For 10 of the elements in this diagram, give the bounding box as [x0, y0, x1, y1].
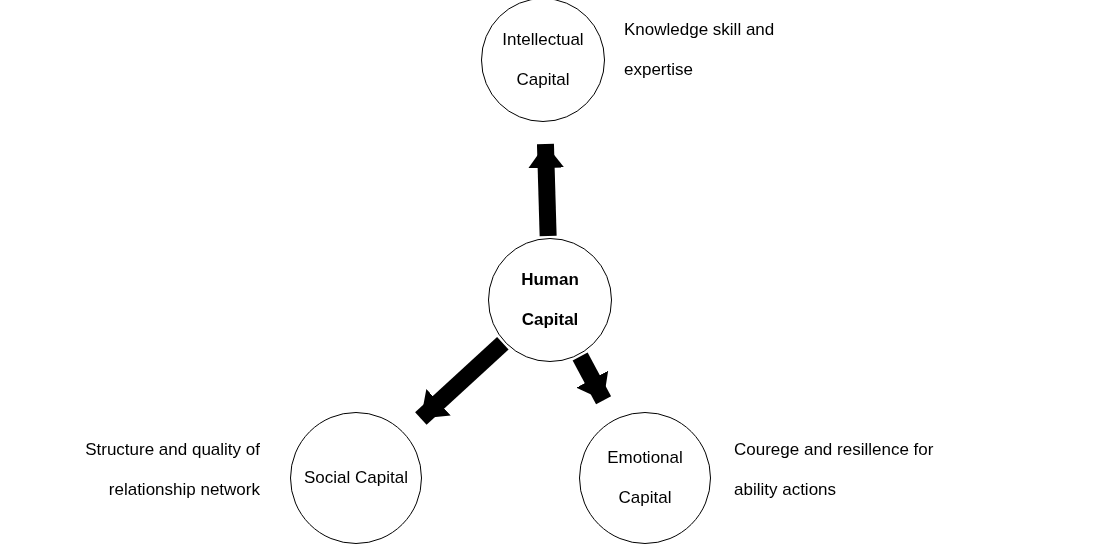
- description-text: Knowledge skill and expertise: [624, 19, 776, 81]
- block-arrow: [572, 352, 612, 405]
- circle-label: Human Capital: [520, 269, 580, 331]
- description-text: Structure and quality of relationship network: [84, 439, 260, 501]
- block-arrow: [415, 337, 509, 425]
- description-text: Courege and resillence for ability actions: [734, 439, 935, 501]
- circle-label: Emotional Capital: [606, 447, 684, 509]
- block-arrow: [528, 143, 565, 237]
- circle-label: Social Capital: [304, 467, 408, 489]
- circle-label: Intellectual Capital: [501, 29, 585, 91]
